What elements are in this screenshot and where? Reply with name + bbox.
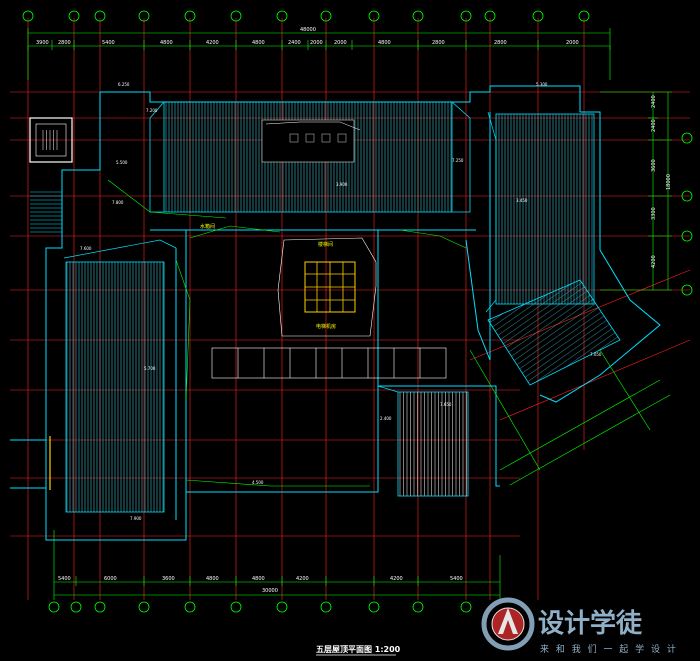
- stair-room-label: 楼梯间: [318, 241, 333, 248]
- svg-text:2400: 2400: [651, 95, 657, 108]
- svg-text:3.900: 3.900: [336, 182, 348, 187]
- right-dimension-chain: [600, 91, 672, 291]
- svg-text:4800: 4800: [378, 40, 391, 46]
- svg-text:3600: 3600: [162, 576, 175, 582]
- svg-text:3.450: 3.450: [516, 198, 528, 203]
- drain-lines: [107, 179, 467, 487]
- axis-bubbles: [22, 10, 693, 613]
- central-core: [277, 237, 377, 337]
- northwest-features: [29, 117, 73, 233]
- logo-a-icon: [498, 608, 518, 634]
- east-roof: [485, 111, 595, 313]
- skylight-strip: [211, 347, 447, 379]
- svg-text:18000: 18000: [666, 174, 672, 190]
- building-outline: [10, 85, 661, 541]
- svg-text:5.700: 5.700: [144, 366, 156, 371]
- bottom-dim-labels: 5400 6000 3600 4800 4800 4200 4200 5400: [58, 576, 463, 582]
- svg-text:5400: 5400: [58, 576, 71, 582]
- watermark-logo: [481, 597, 535, 651]
- svg-text:7.200: 7.200: [146, 108, 158, 113]
- top-total-dim: 48000: [300, 27, 316, 33]
- svg-text:6.250: 6.250: [118, 82, 130, 87]
- svg-text:4.500: 4.500: [252, 480, 264, 485]
- svg-text:2000: 2000: [310, 40, 323, 46]
- svg-text:4800: 4800: [206, 576, 219, 582]
- west-roof: [49, 239, 177, 513]
- svg-text:2400: 2400: [651, 119, 657, 132]
- right-dim-labels: 2400 2400 3600 3300 4200 18000: [651, 95, 672, 268]
- tank-room-label: 水箱间: [200, 223, 215, 230]
- svg-text:5400: 5400: [102, 40, 115, 46]
- bottom-dimension-chain: [53, 530, 501, 600]
- svg-text:4800: 4800: [160, 40, 173, 46]
- svg-text:4200: 4200: [390, 576, 403, 582]
- svg-text:4200: 4200: [651, 255, 657, 268]
- svg-text:2000: 2000: [566, 40, 579, 46]
- svg-text:7.050: 7.050: [590, 352, 602, 357]
- svg-text:2400: 2400: [288, 40, 301, 46]
- top-dim-labels: 3900 2800 5400 4800 4200 4800 2400 2000 …: [36, 40, 579, 46]
- svg-text:5.300: 5.300: [536, 82, 548, 87]
- svg-text:4200: 4200: [206, 40, 219, 46]
- svg-text:5400: 5400: [450, 576, 463, 582]
- southeast-roof: [469, 279, 671, 486]
- drawing-title: 五层屋顶平面图 1:200: [316, 644, 401, 654]
- svg-text:7.900: 7.900: [130, 516, 142, 521]
- lift-room-label: 电梯机房: [316, 323, 336, 330]
- svg-text:7.250: 7.250: [452, 158, 464, 163]
- svg-text:6000: 6000: [104, 576, 117, 582]
- south-middle-roof: [377, 385, 469, 497]
- svg-text:2800: 2800: [494, 40, 507, 46]
- svg-text:4200: 4200: [296, 576, 309, 582]
- svg-text:5.500: 5.500: [116, 160, 128, 165]
- svg-text:7.600: 7.600: [80, 246, 92, 251]
- svg-text:3600: 3600: [651, 159, 657, 172]
- svg-text:3900: 3900: [36, 40, 49, 46]
- top-dimension-chain: [27, 28, 611, 80]
- svg-text:7.800: 7.800: [112, 200, 124, 205]
- level-markers: 6.250 7.200 5.500 7.800 3.900 7.250 5.30…: [80, 82, 602, 521]
- svg-text:7.650: 7.650: [440, 402, 452, 407]
- watermark-slogan: 来 和 我 们 一 起 学 设 计: [540, 643, 678, 655]
- watermark-name: 设计学徒: [538, 608, 643, 639]
- svg-text:2.400: 2.400: [380, 416, 392, 421]
- svg-text:4800: 4800: [252, 576, 265, 582]
- svg-text:3300: 3300: [651, 207, 657, 220]
- north-roof: [149, 101, 471, 213]
- svg-text:2800: 2800: [432, 40, 445, 46]
- bottom-total-dim: 30000: [262, 588, 278, 594]
- svg-text:4800: 4800: [252, 40, 265, 46]
- svg-text:2000: 2000: [334, 40, 347, 46]
- svg-text:2800: 2800: [58, 40, 71, 46]
